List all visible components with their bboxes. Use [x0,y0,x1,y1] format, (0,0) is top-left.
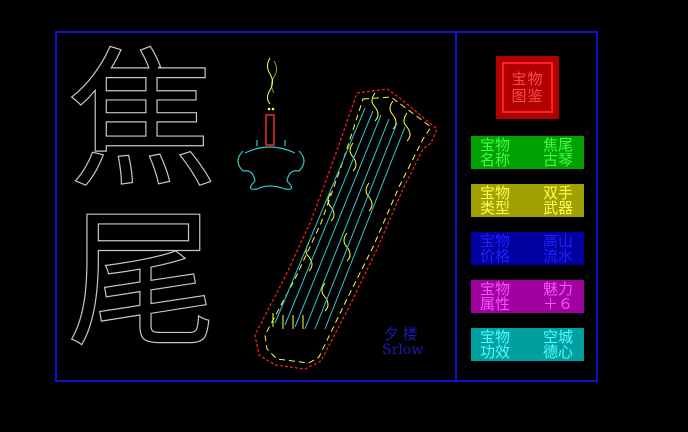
signature-name: 夕楼 [383,325,422,343]
seal-border: 宝物 图鉴 [502,62,553,113]
guqin-instrument [254,88,438,370]
attr-value: 空城德心 [543,328,574,361]
attr-row-attribute: 宝物属性 魅力＋６ [471,280,584,313]
seal-line-1: 宝物 [511,69,544,88]
attr-value: 魅力＋６ [543,280,574,313]
attr-value: 双手武器 [543,184,574,217]
seal-line-2: 图鉴 [511,86,544,105]
incense-burner-icon [237,57,305,190]
attr-value: 焦尾古琴 [543,136,574,169]
signature-latin: Srlow [382,342,424,358]
panel-divider [455,31,457,382]
title-char-2: 尾 [67,195,217,369]
attr-label: 宝物价格 [480,232,511,265]
title-char-1: 焦 [67,35,217,209]
seal-stamp: 宝物 图鉴 [496,56,559,119]
attr-value: 高山流水 [543,232,574,265]
attr-label: 宝物功效 [480,328,511,361]
attr-row-name: 宝物名称 焦尾古琴 [471,136,584,169]
attr-row-type: 宝物类型 双手武器 [471,184,584,217]
attr-label: 宝物名称 [480,136,511,169]
attr-label: 宝物类型 [480,184,511,217]
attr-row-price: 宝物价格 高山流水 [471,232,584,265]
guqin-artwork: 焦 尾 [66,34,438,370]
attr-row-effect: 宝物功效 空城德心 [471,328,584,361]
display-frame [55,31,598,382]
artist-signature: 夕楼 Srlow [382,326,423,358]
attr-label: 宝物属性 [480,280,511,313]
